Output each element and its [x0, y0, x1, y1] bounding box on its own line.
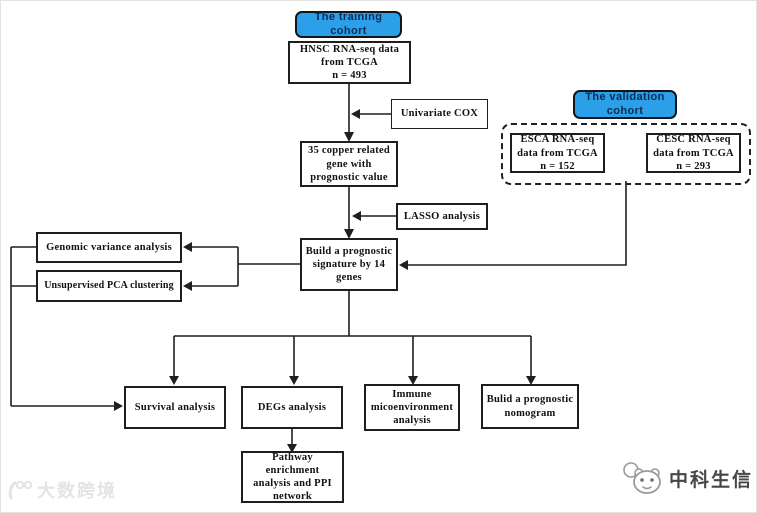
- edge-left-survival: [10, 246, 115, 407]
- node-survival-analysis: Survival analysis: [124, 386, 226, 429]
- arrow-left-build-validation: [399, 260, 408, 270]
- node-prognostic-signature: Build a prognostic signature by 14 genes: [300, 238, 398, 291]
- node-pathway-enrichment: Pathway enrichment analysis and PPI netw…: [241, 451, 344, 503]
- arrow-down-nomogram: [526, 376, 536, 385]
- watermark-left-text: 大数跨境: [37, 481, 117, 501]
- validation-group-container: [501, 123, 751, 185]
- arrow-right-survival: [114, 401, 123, 411]
- node-genomic-variance: Genomic variance analysis: [36, 232, 182, 263]
- edge-validation-build: [406, 181, 627, 266]
- edge-build-bottom: [173, 291, 532, 377]
- arrow-left-pca: [183, 281, 192, 291]
- node-validation-cohort: The validation cohort: [573, 90, 677, 119]
- node-prognostic-nomogram: Bulid a prognostic nomogram: [481, 384, 579, 429]
- node-pca-clustering: Unsupervised PCA clustering: [36, 270, 182, 302]
- arrow-down-immune: [408, 376, 418, 385]
- node-degs-analysis: DEGs analysis: [241, 386, 343, 429]
- arrow-down-pathway: [287, 444, 297, 453]
- arrow-down-build: [344, 229, 354, 239]
- kuajing-logo-icon: [8, 480, 33, 500]
- node-lasso-analysis: LASSO analysis: [396, 203, 488, 230]
- node-esca-rnaseq: ESCA RNA-seq data from TCGA n = 152: [510, 133, 605, 173]
- node-immune-microenvironment: Immune micoenvironment analysis: [364, 384, 460, 431]
- panda-icon: [623, 462, 661, 494]
- watermark-bottom-right: 中科生信: [621, 461, 753, 495]
- watermark-right-text: 中科生信: [669, 469, 754, 491]
- watermark-bottom-left: 大数跨境: [7, 477, 117, 503]
- arrow-down-copper: [344, 132, 354, 142]
- arrow-left-univariate: [351, 109, 360, 119]
- edge-lines: [10, 84, 627, 445]
- node-copper-genes: 35 copper related gene with prognostic v…: [300, 141, 398, 187]
- arrow-down-survival: [169, 376, 179, 385]
- edge-build-left: [191, 246, 300, 287]
- arrow-down-degs: [289, 376, 299, 385]
- arrowheads: [114, 109, 536, 453]
- arrow-left-lasso: [352, 211, 361, 221]
- node-hnsc-rnaseq: HNSC RNA-seq data from TCGA n = 493: [288, 41, 411, 84]
- node-univariate-cox: Univariate COX: [391, 99, 488, 129]
- arrow-left-genomic: [183, 242, 192, 252]
- node-cesc-rnaseq: CESC RNA-seq data from TCGA n = 293: [646, 133, 741, 173]
- node-training-cohort: The training cohort: [295, 11, 402, 38]
